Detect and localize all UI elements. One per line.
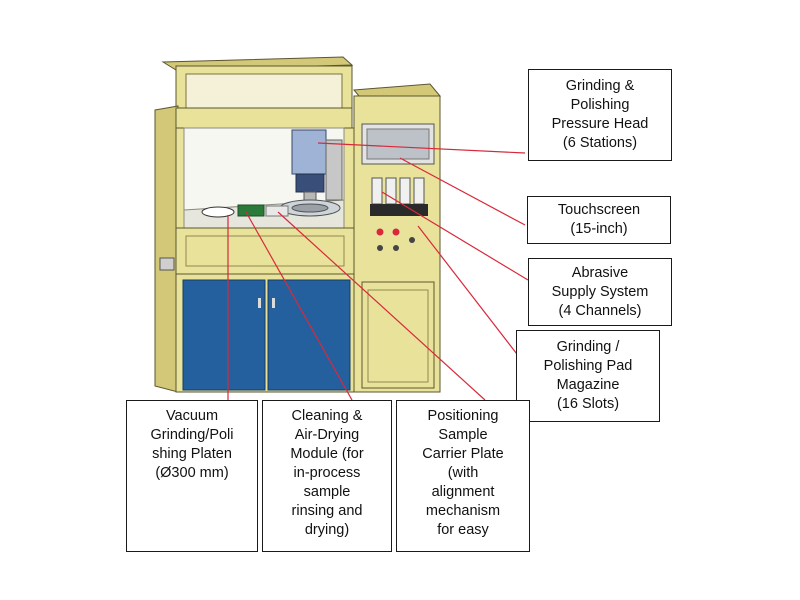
label-pressure-head: Grinding & Polishing Pressure Head (6 St… — [528, 69, 672, 161]
label-abrasive-line-3: (4 Channels) — [558, 302, 642, 319]
label-pad-magazine: Grinding / Polishing Pad Magazine (16 Sl… — [516, 330, 660, 422]
label-platen-line-3: shing Platen — [152, 446, 232, 462]
label-abrasive-supply: Abrasive Supply System (4 Channels) — [528, 258, 672, 326]
label-cleaning-line-3: Module (for — [290, 446, 364, 462]
label-cleaning-line-2: Air-Drying — [294, 427, 360, 443]
cabinet-left — [154, 56, 355, 393]
label-cleaning-line-5: sample — [303, 484, 351, 500]
label-carrier-line-2: Sample — [438, 427, 488, 443]
pressure-head-unit — [279, 129, 343, 217]
label-platen-line-1: Vacuum — [165, 408, 219, 424]
label-platen: Vacuum Grinding/Poli shing Platen (Ø300 … — [126, 400, 258, 552]
label-carrier-line-3: Carrier Plate — [422, 446, 504, 462]
label-carrier-line-1: Positioning — [427, 408, 499, 424]
label-cleaning-line-6: rinsing and — [291, 503, 363, 519]
label-platen-line-4: (Ø300 mm) — [155, 465, 229, 481]
label-pressure-head-line-1: Grinding & — [565, 78, 635, 94]
cabinet-right — [352, 83, 442, 393]
label-pad-magazine-line-3: Magazine — [556, 377, 620, 393]
label-touchscreen-line-2: (15-inch) — [570, 221, 628, 237]
label-cleaning-line-1: Cleaning & — [291, 408, 363, 424]
label-pad-magazine-line-2: Polishing Pad — [543, 358, 633, 374]
label-carrier-line-4: (with — [447, 465, 479, 481]
label-carrier-line-6: mechanism — [425, 503, 501, 519]
leader-lines — [227, 142, 529, 401]
label-cleaning-line-4: in-process — [293, 465, 361, 481]
label-pressure-head-line-4: (6 Stations) — [562, 135, 638, 151]
label-pad-magazine-line-1: Grinding / — [556, 339, 620, 355]
label-platen-line-2: Grinding/Poli — [150, 427, 234, 443]
label-touchscreen-line-1: Touchscreen — [557, 202, 641, 218]
label-pressure-head-line-2: Polishing — [570, 97, 630, 113]
label-cleaning-module: Cleaning & Air-Drying Module (for in-pro… — [262, 400, 392, 552]
label-carrier-line-5: alignment — [431, 484, 495, 500]
label-pad-magazine-line-4: (16 Slots) — [556, 396, 620, 412]
label-carrier-plate: Positioning Sample Carrier Plate (with a… — [396, 400, 530, 552]
label-touchscreen: Touchscreen (15-inch) — [527, 196, 671, 244]
label-abrasive-line-1: Abrasive — [571, 264, 629, 281]
work-deck — [201, 204, 289, 218]
label-abrasive-line-2: Supply System — [551, 283, 649, 300]
label-cleaning-line-7: drying) — [304, 522, 350, 538]
label-carrier-line-7: for easy — [437, 522, 489, 538]
label-pressure-head-line-3: Pressure Head — [551, 116, 649, 132]
